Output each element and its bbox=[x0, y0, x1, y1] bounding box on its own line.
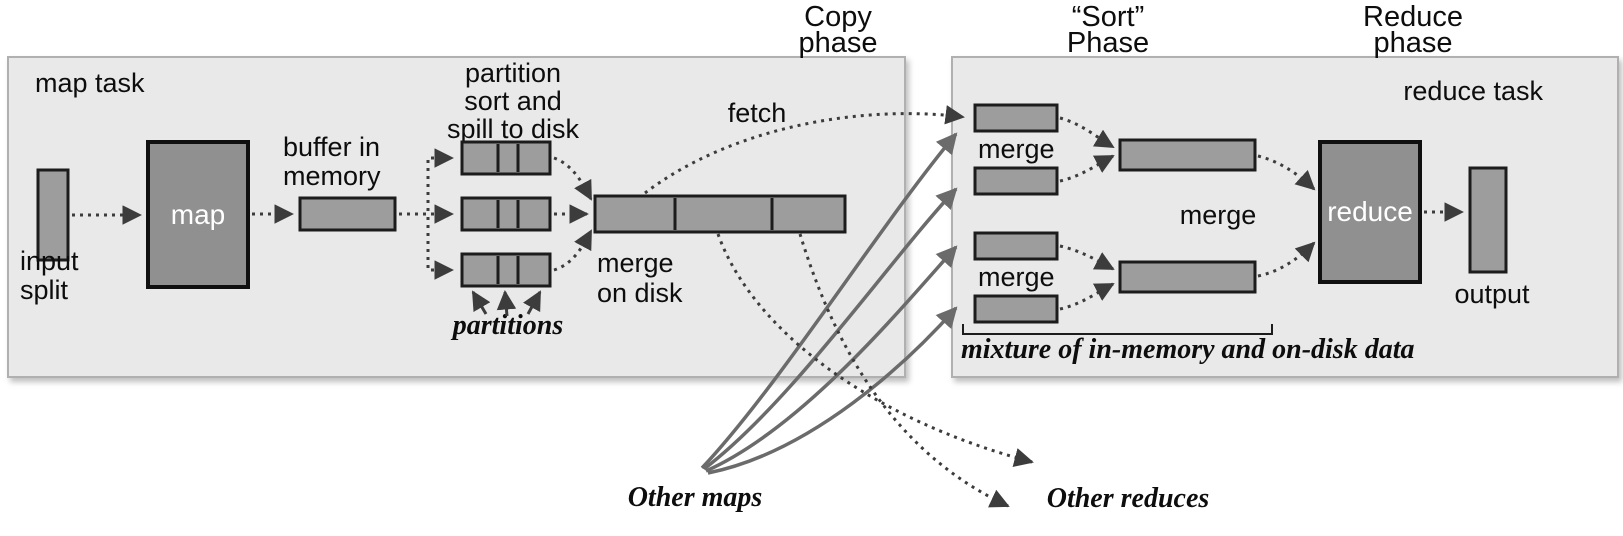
merge-lower-label: merge bbox=[978, 262, 1055, 292]
arrow-buffer-to-spill-bottom bbox=[399, 212, 454, 280]
partitions-pointer-arrow-middle bbox=[496, 290, 517, 317]
sort-phase-label-line1: “Sort” bbox=[1072, 1, 1145, 33]
other-maps-arrow-1 bbox=[700, 132, 958, 470]
merged-stream-box-1 bbox=[1118, 138, 1257, 172]
merge-on-disk-box bbox=[593, 194, 847, 234]
reduce-box bbox=[1318, 140, 1422, 284]
merge-input-box-a1 bbox=[973, 103, 1059, 133]
other-maps-arrow-3 bbox=[705, 245, 958, 473]
buffer-label-line1: buffer in bbox=[283, 132, 380, 162]
arrow-merged1-to-reduce bbox=[1257, 154, 1316, 191]
map-box-label: map bbox=[171, 199, 225, 230]
other-maps-label: Other maps bbox=[628, 482, 763, 513]
arrow-buffer-to-spill-top bbox=[399, 148, 454, 216]
partitions-pointer-arrow-left bbox=[471, 290, 491, 315]
input-split-box bbox=[36, 168, 70, 262]
spill-caption-line1: partition bbox=[465, 58, 561, 88]
mixture-bracket bbox=[962, 324, 1273, 335]
merge-input-box-a2 bbox=[973, 166, 1059, 196]
output-box bbox=[1468, 166, 1508, 274]
merge-input-box-b2 bbox=[973, 294, 1059, 324]
buffer-box bbox=[298, 196, 397, 232]
merge-on-disk-label-line1: merge bbox=[597, 248, 674, 278]
merge-input-box-b1 bbox=[973, 231, 1059, 261]
copy-phase-label-line2: phase bbox=[798, 27, 877, 59]
buffer-label-line2: memory bbox=[283, 161, 381, 191]
partitions-pointer-arrow-right bbox=[523, 290, 542, 315]
mixture-caption: mixture of in-memory and on-disk data bbox=[961, 334, 1414, 365]
reduce-phase-label-line1: Reduce bbox=[1363, 1, 1463, 33]
arrow-a1-to-merged1 bbox=[1059, 116, 1115, 149]
reduce-task-title: reduce task bbox=[1403, 76, 1543, 106]
spill-box-bottom bbox=[460, 252, 552, 288]
map-task-title: map task bbox=[35, 68, 145, 98]
other-reduces-label: Other reduces bbox=[1047, 483, 1210, 514]
merge-final-label: merge bbox=[1180, 200, 1257, 230]
spill-caption-line2: sort and bbox=[464, 86, 562, 116]
other-maps-arrow-4 bbox=[707, 306, 958, 475]
spill-caption-line3: spill to disk bbox=[447, 114, 580, 144]
sort-phase-label-line2: Phase bbox=[1067, 27, 1149, 59]
reduce-box-label: reduce bbox=[1327, 196, 1413, 227]
merge-on-disk-label-line2: on disk bbox=[597, 278, 683, 308]
input-split-label-line1: input bbox=[20, 246, 79, 276]
fetch-label: fetch bbox=[728, 98, 787, 128]
spill-box-top bbox=[460, 140, 552, 176]
map-box bbox=[146, 140, 250, 289]
spill-box-middle bbox=[460, 196, 552, 232]
other-reduces-arrow-1 bbox=[716, 233, 1034, 467]
reduce-phase-label-line2: phase bbox=[1373, 27, 1452, 59]
merged-stream-box-2 bbox=[1118, 260, 1257, 294]
merge-upper-label: merge bbox=[978, 134, 1055, 164]
copy-phase-label-line1: Copy bbox=[804, 1, 872, 33]
arrow-merged2-to-reduce bbox=[1257, 241, 1316, 278]
fetch-arrow bbox=[644, 105, 965, 195]
input-split-label-line2: split bbox=[20, 275, 69, 305]
output-label: output bbox=[1454, 279, 1530, 309]
